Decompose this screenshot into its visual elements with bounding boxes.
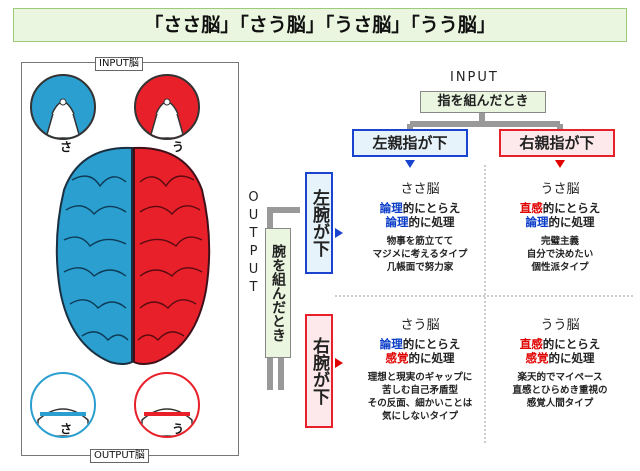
left-arm-box: 左腕が下 (305, 172, 333, 274)
finger-question-box: 指を組んだとき (420, 91, 546, 113)
right-arm-box: 右腕が下 (305, 314, 333, 428)
top-right-badge: う (172, 140, 185, 154)
output-heading: OUTPUT (246, 190, 261, 298)
input-heading: INPUT (450, 70, 499, 85)
cell-title: ささ脳 (400, 182, 440, 197)
right-thumb-box: 右親指が下 (499, 129, 615, 157)
cell-sau: さう脳 論理的にとらえ 感覚的に処理 理想と現実のギャップに 苦しむ自己矛盾型 … (345, 314, 495, 423)
cell-title: うう脳 (540, 318, 580, 333)
right-arm-crossed-icon (134, 372, 200, 438)
emphasis: 論理 (385, 215, 409, 229)
emphasis: 論理 (379, 337, 403, 351)
emphasis: 論理 (525, 215, 549, 229)
output-brain-label: OUTPUT脳 (90, 449, 149, 463)
emphasis: 感覚 (525, 351, 549, 365)
emphasis: 論理 (379, 201, 403, 215)
cell-usa: うさ脳 直感的にとらえ 論理的に処理 完璧主義 自分で決めたい 個性派タイプ (490, 178, 630, 274)
page-title: 「ささ脳」「さう脳」「うさ脳」「うう脳」 (13, 8, 627, 42)
left-arm-crossed-icon (30, 372, 96, 438)
cell-title: うさ脳 (540, 182, 580, 197)
input-brain-label: INPUT脳 (95, 57, 143, 71)
cell-uu: うう脳 直感的にとらえ 感覚的に処理 楽天的でマイペース 直感とひらめき重視の … (490, 314, 630, 410)
emphasis: 直感 (519, 201, 543, 215)
brain-icon (55, 146, 211, 365)
emphasis: 感覚 (385, 351, 409, 365)
left-thumb-hands-icon (30, 74, 96, 140)
emphasis: 直感 (519, 337, 543, 351)
bottom-right-badge: う (172, 422, 185, 436)
right-thumb-hands-icon (134, 74, 200, 140)
left-thumb-box: 左親指が下 (352, 129, 468, 157)
arm-question-box: 腕を組んだとき (265, 228, 291, 358)
cell-sasa: ささ脳 論理的にとらえ 論理的に処理 物事を筋立てて マジメに考えるタイプ 几帳… (345, 178, 495, 274)
cell-title: さう脳 (400, 318, 440, 333)
bottom-left-badge: さ (60, 422, 73, 436)
top-left-badge: さ (60, 140, 73, 154)
